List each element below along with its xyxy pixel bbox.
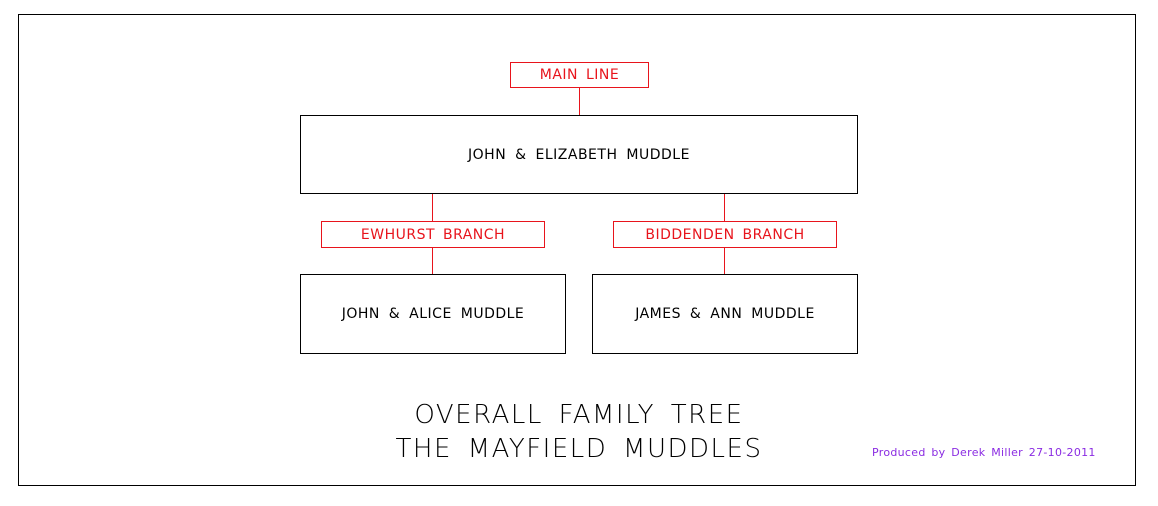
- biddenden-branch-text: BIDDENDEN BRANCH: [645, 226, 805, 243]
- root-family-name: JOHN & ELIZABETH MUDDLE: [468, 146, 690, 163]
- ewhurst-branch-label: EWHURST BRANCH: [321, 221, 545, 248]
- connector-root-biddenden: [724, 194, 725, 221]
- ewhurst-branch-text: EWHURST BRANCH: [360, 226, 506, 243]
- diagram-title-line1: OVERALL FAMILY TREE: [414, 400, 744, 430]
- connector-root-ewhurst: [432, 194, 433, 221]
- ewhurst-family-box: JOHN & ALICE MUDDLE: [300, 274, 566, 354]
- connector-main: [579, 88, 580, 115]
- root-family-box: JOHN & ELIZABETH MUDDLE: [300, 115, 858, 194]
- biddenden-branch-label: BIDDENDEN BRANCH: [613, 221, 837, 248]
- biddenden-family-box: JAMES & ANN MUDDLE: [592, 274, 858, 354]
- main-line-text: MAIN LINE: [539, 67, 620, 83]
- biddenden-family-name: JAMES & ANN MUDDLE: [635, 306, 815, 322]
- main-line-label: MAIN LINE: [510, 62, 649, 88]
- connector-ewhurst-family: [432, 248, 433, 274]
- ewhurst-family-name: JOHN & ALICE MUDDLE: [341, 306, 525, 322]
- credit-note: Produced by Derek Miller 27-10-2011: [872, 446, 1096, 459]
- diagram-title-line2: THE MAYFIELD MUDDLES: [395, 434, 763, 464]
- connector-biddenden-family: [724, 248, 725, 274]
- drawing-frame: [18, 14, 1136, 486]
